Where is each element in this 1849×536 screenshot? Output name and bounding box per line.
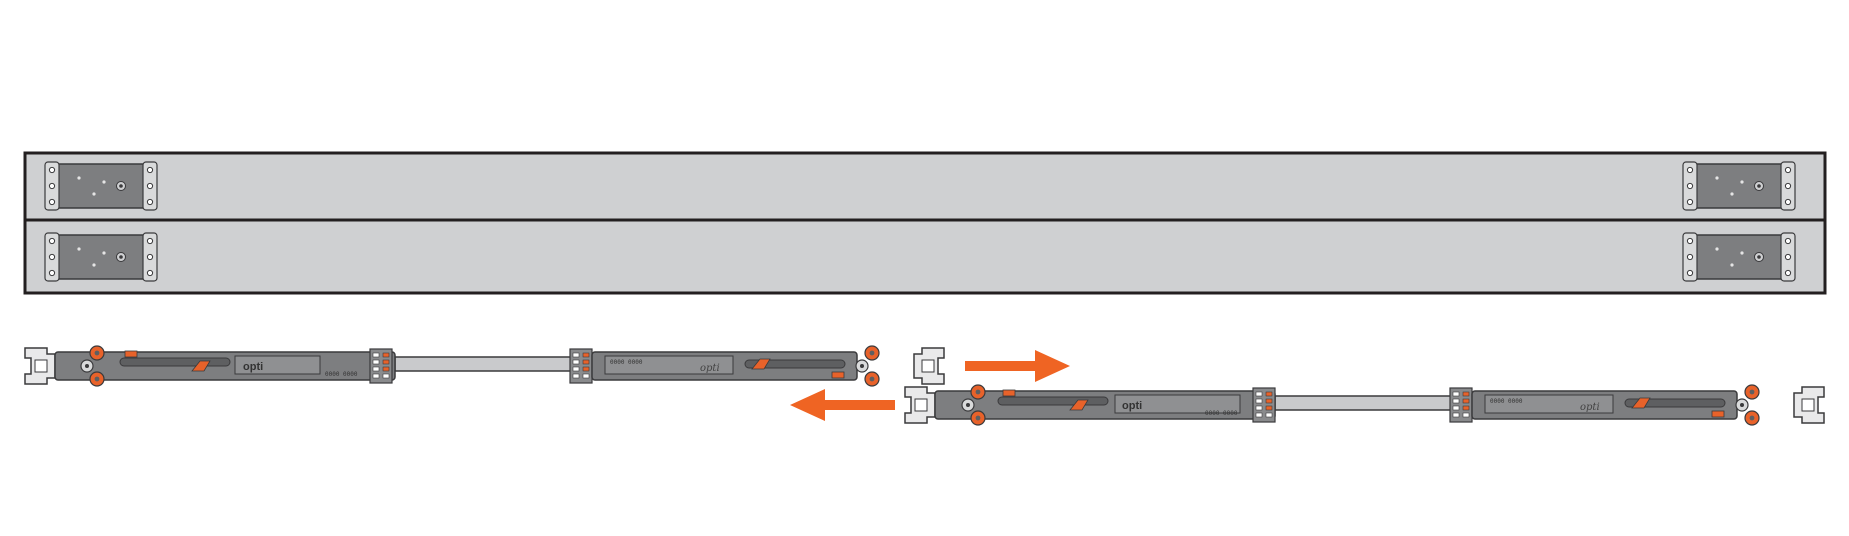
upper-rail-code-left: 0000 0000: [325, 371, 358, 378]
upper-rail-logo-left: opti: [243, 361, 263, 373]
lower-rail-knobs-right: [1735, 384, 1760, 426]
arrow-right-icon: [965, 350, 1070, 382]
upper-rail: opti 0000 0000 0000 0000 opti: [24, 345, 945, 387]
mounting-bracket-bottom-left: [44, 232, 158, 282]
upper-rail-code-right: 0000 0000: [610, 359, 643, 366]
cabinet-panel-bottom: [23, 218, 1827, 295]
lower-rail-logo-right: opti: [1580, 402, 1600, 413]
cabinet-panel-top: [23, 151, 1827, 222]
lower-rail-code-right: 0000 0000: [1490, 398, 1523, 405]
mounting-bracket-top-left: [44, 161, 158, 211]
upper-rail-knobs-right: [855, 345, 880, 387]
lower-rail: opti 0000 0000 0000 0000 opti: [904, 384, 1825, 426]
lower-rail-code-left: 0000 0000: [1205, 410, 1238, 417]
mounting-bracket-top-right: [1682, 161, 1796, 211]
lower-rail-logo-left: opti: [1122, 400, 1142, 412]
arrow-left-icon: [790, 389, 895, 421]
mounting-bracket-bottom-right: [1682, 232, 1796, 282]
upper-rail-logo-right: opti: [700, 363, 720, 374]
